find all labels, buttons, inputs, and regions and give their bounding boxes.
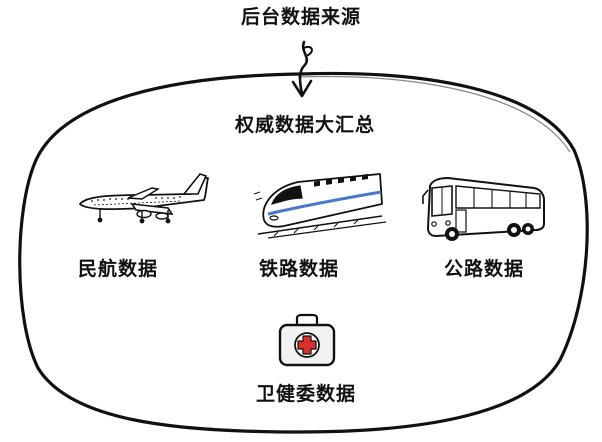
data-source-title: 后台数据来源 — [240, 6, 362, 28]
source-label-civil-aviation: 民航数据 — [77, 258, 159, 280]
down-arrow-icon — [291, 40, 313, 98]
airplane-icon — [79, 173, 209, 224]
high-speed-train-icon — [253, 173, 387, 239]
bus-icon — [422, 177, 545, 241]
first-aid-kit-icon — [278, 313, 336, 367]
data-pool-enclosure — [18, 71, 589, 434]
source-label-highway: 公路数据 — [443, 258, 525, 280]
source-label-health-commission: 卫健委数据 — [255, 383, 357, 405]
data-hub-title: 权威数据大汇总 — [234, 114, 376, 136]
source-label-railway: 铁路数据 — [258, 258, 340, 280]
